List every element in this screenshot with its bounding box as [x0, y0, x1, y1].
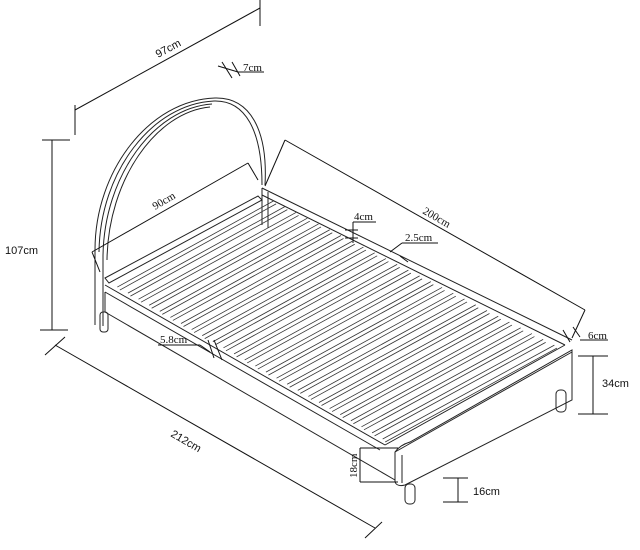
dim-frame-height: 18cm [348, 447, 398, 483]
label-200cm: 200cm [421, 205, 453, 231]
slat-edge [340, 321, 510, 416]
slat-edge [331, 318, 501, 412]
slat-edge [300, 301, 468, 394]
slat-edge [117, 200, 274, 288]
slat-edge [180, 235, 342, 324]
dim-total-height: 107cm [5, 139, 70, 331]
slat-edge [130, 209, 288, 297]
legs [99, 311, 567, 505]
slat-edge [233, 263, 398, 355]
slat-edge [202, 246, 364, 337]
dim-slat-width: 5.8cm [158, 334, 223, 361]
label-6cm: 6cm [588, 330, 607, 342]
slat-edge [193, 243, 355, 333]
slat-edge [138, 212, 297, 300]
label-2-5cm: 2.5cm [405, 232, 433, 244]
slat-edge [374, 341, 546, 437]
label-7cm: 7cm [243, 62, 262, 74]
slat-edge [318, 310, 488, 403]
slat-edge [244, 269, 409, 361]
slat-edge [276, 287, 443, 379]
dim-side-rail-width: 6cm [562, 326, 608, 343]
slat-edge [289, 295, 456, 388]
slat-edge [215, 255, 378, 346]
slat-edge [191, 240, 353, 330]
slat-edge [225, 261, 389, 352]
dim-slat-thickness: 4cm [345, 211, 376, 243]
slat-edge [162, 226, 322, 315]
slat-edge [159, 223, 319, 312]
slat-edge [148, 217, 308, 306]
label-16cm: 16cm [473, 486, 500, 498]
slat-edge [342, 324, 513, 419]
slat-edge [363, 336, 535, 431]
dim-leg-height: 16cm [443, 477, 500, 503]
slat-edge [204, 249, 367, 340]
dim-total-length: 212cm [44, 336, 383, 539]
slat-edge [140, 215, 299, 303]
label-5-8cm: 5.8cm [160, 334, 188, 346]
label-90cm: 90cm [151, 190, 179, 213]
slat-edge [172, 232, 333, 321]
slat-edge [170, 229, 330, 318]
dim-base-height: 34cm [578, 355, 629, 415]
slat-edge [385, 347, 558, 443]
label-18cm: 18cm [348, 453, 360, 478]
slat-edge [353, 330, 524, 425]
dim-headboard-thickness: 7cm [217, 61, 264, 79]
slat-edge [183, 238, 344, 327]
label-107cm: 107cm [5, 245, 38, 257]
slat-edge [329, 315, 499, 409]
slat-edge [255, 275, 420, 367]
slat-edge [297, 298, 465, 391]
slat-edge [265, 281, 432, 373]
slat-edge [286, 292, 454, 385]
slat-edge [350, 327, 521, 422]
slat-edge [371, 338, 544, 434]
label-97cm: 97cm [154, 37, 183, 60]
slat-edge [310, 307, 479, 400]
slats [117, 200, 558, 443]
slat-edge [308, 304, 476, 397]
slat-edge [246, 272, 412, 364]
slat-edge [361, 333, 533, 428]
dim-headboard-width: 97cm [74, 0, 261, 135]
headboard [94, 97, 266, 326]
slat-edge [223, 258, 387, 349]
slat-edge [257, 278, 423, 370]
slat-edge [236, 266, 400, 358]
label-4cm: 4cm [354, 211, 373, 223]
slat-edge [127, 206, 286, 294]
slat-edge [321, 313, 490, 406]
slat-edge [151, 220, 311, 309]
slat-edge [278, 290, 445, 382]
slat-edge [382, 344, 555, 440]
slat-edge [212, 252, 375, 343]
slat-edge [119, 203, 277, 291]
slat-edge [268, 284, 434, 376]
bed-frame [104, 187, 573, 487]
label-34cm: 34cm [602, 378, 629, 390]
dim-slat-gap: 2.5cm [389, 232, 438, 263]
label-212cm: 212cm [169, 428, 204, 455]
